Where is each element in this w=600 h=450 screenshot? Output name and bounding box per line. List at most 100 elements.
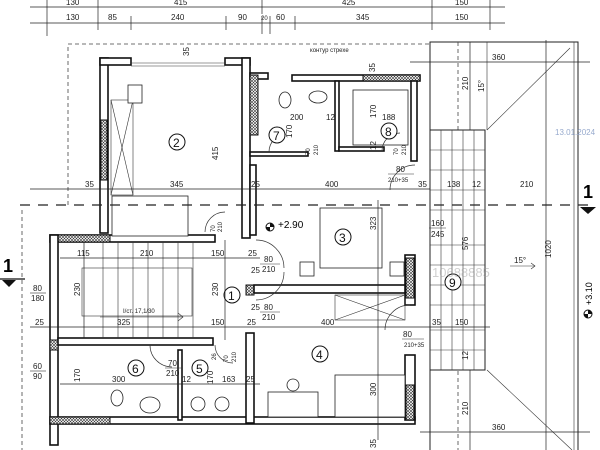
dim-label: 325 — [117, 318, 131, 327]
dim-label: 210 — [461, 401, 470, 415]
room-number: 2 — [173, 136, 180, 150]
dim-label: 138 — [447, 180, 461, 189]
room-9: 9 — [444, 273, 462, 291]
dim-label: 35 — [369, 439, 378, 448]
dim-label: 130 — [66, 0, 80, 7]
dim-label: 12 — [461, 351, 470, 360]
section-arrow-icon — [2, 280, 16, 287]
dim-label: 210 — [262, 265, 276, 274]
dim-label: 70 — [211, 225, 217, 232]
dim-label: 360 — [492, 423, 506, 432]
sink-icon — [308, 90, 328, 104]
dim-label: 25 — [247, 318, 256, 327]
dim-label: 12 — [182, 375, 191, 384]
dim-label: 35 — [182, 47, 191, 56]
dim-label: 210 — [402, 144, 408, 155]
desk-chair — [127, 84, 143, 104]
dim-label: 300 — [112, 375, 126, 384]
room-7: 7 — [268, 126, 286, 144]
room-3: 3 — [334, 228, 352, 246]
roof-slope-label: 15° — [477, 80, 486, 92]
dim-label: 80 — [264, 255, 273, 264]
dim-label: 35 — [85, 180, 94, 189]
room-4: 4 — [311, 345, 329, 363]
level-marker-roof: +3.10 — [583, 282, 594, 319]
room-number: 9 — [449, 276, 456, 290]
room-2: 2 — [168, 133, 186, 151]
dim-label: 85 — [108, 13, 117, 22]
dim-label: 210 — [262, 313, 276, 322]
staircase: I/ст. 17,1/30 — [81, 242, 194, 338]
dim-label: 400 — [321, 318, 335, 327]
level-marker-floor: +2.90 — [265, 220, 304, 232]
dim-label: 130 — [66, 13, 80, 22]
dim-label: 20 — [261, 16, 268, 22]
dim-label: 25 — [251, 180, 260, 189]
dim-label: 300 — [369, 382, 378, 396]
dim-label: 210 — [166, 369, 180, 378]
dim-label: 150 — [455, 0, 469, 7]
dim-label: 80 — [403, 330, 412, 339]
dim-label: 240 — [171, 13, 185, 22]
room-number: 6 — [132, 362, 139, 376]
furniture — [110, 84, 409, 418]
roof-eave-contour — [67, 43, 432, 205]
dim-label: 245 — [431, 230, 445, 239]
bed — [111, 195, 189, 237]
dim-label: 180 — [31, 294, 45, 303]
dim-label: 360 — [492, 53, 506, 62]
dim-label: 25 — [248, 249, 257, 258]
dim-label: 400 — [325, 180, 339, 189]
dim-label: 90 — [33, 372, 42, 381]
toilet-icon — [278, 91, 292, 109]
stair-label: I/ст. 17,1/30 — [123, 309, 155, 315]
room-number: 4 — [316, 348, 323, 362]
wardrobe — [110, 99, 406, 321]
walls — [49, 57, 421, 446]
dim-label: 210+35 — [404, 343, 425, 349]
top-dimension-chain: 130 415 425 150 130 85 240 90 20 60 345 … — [30, 0, 505, 36]
dim-label: 115 — [77, 249, 90, 258]
room-labels: 1 2 3 4 5 6 7 8 9 — [127, 122, 462, 377]
dim-label: 323 — [369, 216, 378, 230]
dim-label: 25 — [35, 318, 44, 327]
section-number: 1 — [3, 256, 13, 276]
section-marker-right: 1 — [580, 182, 596, 214]
dim-label: 90 — [238, 13, 247, 22]
dim-label: 150 — [455, 318, 469, 327]
dim-label: 188 — [382, 113, 396, 122]
dim-label: 35 — [368, 63, 377, 72]
watermark: 10688885 — [432, 265, 490, 280]
room-8: 8 — [380, 122, 398, 140]
dim-label: 210 — [314, 144, 320, 155]
dim-label: 210 — [520, 180, 534, 189]
sink-icon — [139, 396, 161, 414]
dim-label: 25 — [246, 375, 255, 384]
dim-label: 12 — [326, 113, 335, 122]
section-arrow-icon — [580, 207, 596, 214]
dim-label: 415 — [211, 146, 220, 160]
dim-label: 60 — [276, 13, 285, 22]
dim-label: 345 — [356, 13, 370, 22]
room-number: 3 — [339, 231, 346, 245]
dim-label: 230 — [73, 282, 82, 296]
dim-label: 170 — [73, 368, 82, 382]
desk — [267, 391, 319, 418]
date-stamp: 13.01.2024 — [555, 128, 596, 137]
dim-label: 35 — [418, 180, 427, 189]
dim-label: 170 — [285, 124, 294, 138]
terrace-tiles — [429, 129, 486, 371]
roof-contour-label: контур стрехе — [310, 48, 349, 54]
room-5: 5 — [191, 359, 209, 377]
level-label: +2.90 — [278, 220, 304, 231]
